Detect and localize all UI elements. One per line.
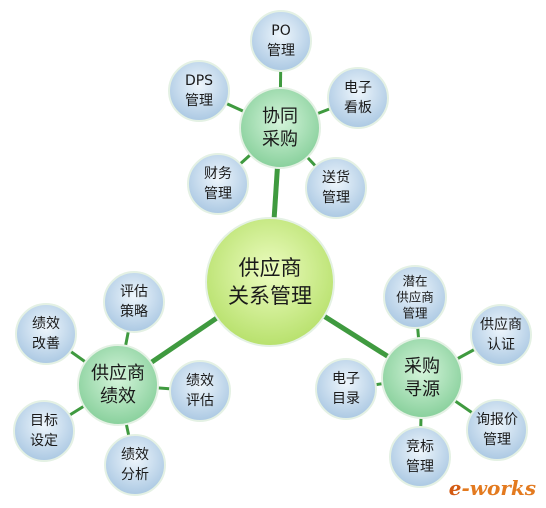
hub-node-sourcing-label: 寻源 xyxy=(404,379,440,400)
leaf-node-performance-1-label: 绩效 xyxy=(32,316,60,332)
leaf-node-performance-2-label: 评估 xyxy=(186,393,214,409)
leaf-node-performance-3-label: 目标 xyxy=(30,413,58,429)
leaf-node-performance-1-label: 改善 xyxy=(32,336,60,352)
leaf-node-performance-0-label: 策略 xyxy=(120,303,148,320)
leaf-node-collab-0: PO 管理 xyxy=(250,10,312,72)
leaf-node-performance-1-circle xyxy=(15,303,77,365)
leaf-node-collab-0-circle xyxy=(250,10,312,72)
hub-node-sourcing-label: 采购 xyxy=(404,356,440,377)
leaf-node-collab-1-label: DPS xyxy=(185,73,213,89)
leaf-node-sourcing-4-label: 竞标 xyxy=(406,438,434,455)
leaf-node-sourcing-3-label: 管理 xyxy=(483,432,511,448)
leaf-node-sourcing-2-label: 电子 xyxy=(332,371,360,387)
leaf-node-sourcing-2-circle xyxy=(315,358,377,420)
leaf-node-collab-2-label: 电子 xyxy=(344,80,372,96)
nodes: 供应商关系管理协同采购PO管理DPS管理电子看板财务管理送货管理供应商绩效评估策… xyxy=(13,10,532,496)
leaf-node-sourcing-1-circle xyxy=(470,304,532,366)
leaf-node-collab-1-circle xyxy=(168,60,230,122)
center-node-label: 供应商 xyxy=(239,256,302,280)
center-node-label: 关系管理 xyxy=(228,284,312,308)
leaf-node-sourcing-0-label: 供应商 xyxy=(396,290,434,305)
leaf-node-sourcing-2-label: 目录 xyxy=(332,391,360,407)
leaf-node-collab-4-label: 送货 xyxy=(322,169,350,186)
leaf-node-performance-0-label: 评估 xyxy=(120,284,148,300)
leaf-node-collab-1: DPS 管理 xyxy=(168,60,230,122)
leaf-node-sourcing-0-label: 潜在 xyxy=(402,274,427,289)
leaf-node-sourcing-1-label: 供应商 xyxy=(480,316,522,333)
leaf-node-sourcing-4-label: 管理 xyxy=(406,459,434,475)
hub-node-collab-label: 采购 xyxy=(262,129,298,150)
hub-node-collab-circle xyxy=(239,87,321,169)
leaf-node-sourcing-0-circle xyxy=(383,265,447,329)
leaf-node-sourcing-3-circle xyxy=(466,399,528,461)
hub-node-sourcing-circle xyxy=(381,337,463,419)
leaf-node-sourcing-0-label: 管理 xyxy=(402,306,428,321)
watermark-logo: e-works xyxy=(448,476,536,500)
leaf-node-performance-0-circle xyxy=(103,271,165,333)
leaf-node-collab-3-label: 管理 xyxy=(204,186,232,202)
leaf-node-performance-4-circle xyxy=(104,434,166,496)
leaf-node-performance-3-label: 设定 xyxy=(30,433,58,449)
leaf-node-collab-3-label: 财务 xyxy=(204,166,232,182)
leaf-node-performance-2-label: 绩效 xyxy=(186,373,214,389)
leaf-node-collab-0-label: PO xyxy=(271,23,290,39)
leaf-node-performance-3-circle xyxy=(13,400,75,462)
leaf-node-performance-4-label: 分析 xyxy=(121,467,149,483)
hub-node-collab-label: 协同 xyxy=(262,106,298,127)
leaf-node-performance-2-circle xyxy=(169,360,231,422)
leaf-node-collab-0-label: 管理 xyxy=(267,43,295,59)
leaf-node-collab-4-label: 管理 xyxy=(322,190,350,206)
leaf-node-sourcing-3-label: 询报价 xyxy=(476,412,518,428)
hub-node-performance-label: 绩效 xyxy=(100,386,136,407)
leaf-node-collab-4-circle xyxy=(305,157,367,219)
leaf-node-sourcing-4-circle xyxy=(389,426,451,488)
leaf-node-performance-4-label: 绩效 xyxy=(121,447,149,463)
leaf-node-sourcing-1-label: 认证 xyxy=(487,337,515,353)
center-node-circle xyxy=(205,217,335,347)
hub-node-performance-label: 供应商 xyxy=(91,363,145,384)
leaf-node-collab-2-label: 看板 xyxy=(344,100,372,116)
leaf-node-collab-2-circle xyxy=(327,67,389,129)
hub-node-performance-circle xyxy=(77,344,159,426)
leaf-node-collab-3-circle xyxy=(187,153,249,215)
leaf-node-collab-1-label: 管理 xyxy=(185,93,213,109)
